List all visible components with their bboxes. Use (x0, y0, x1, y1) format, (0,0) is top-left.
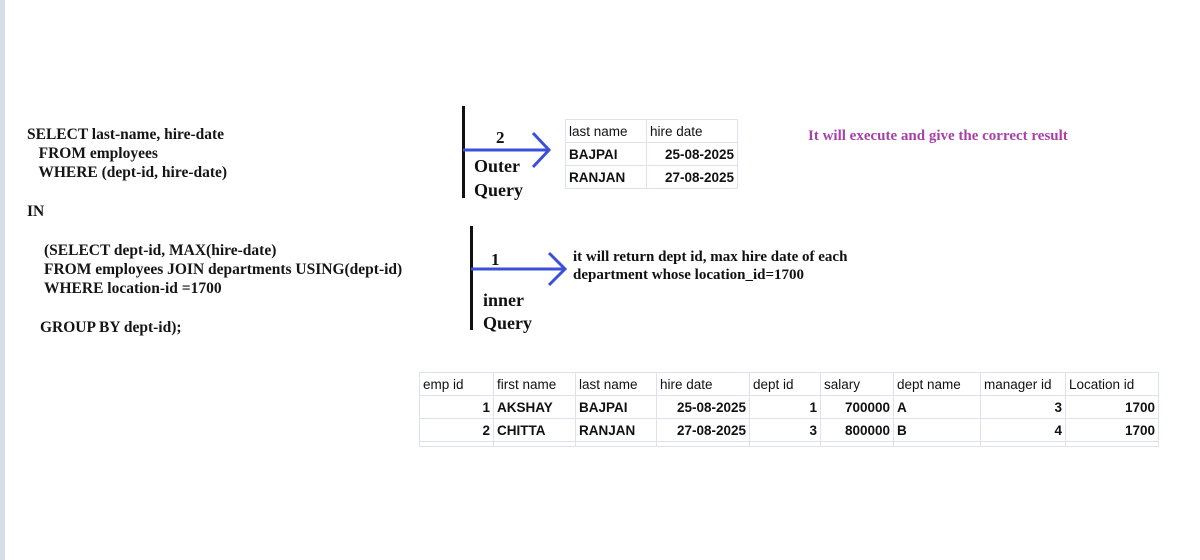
table-cell: 1700 (1065, 395, 1159, 419)
table-cell: A (893, 395, 981, 419)
table-cell (749, 441, 821, 447)
column-header: Location id (1065, 372, 1159, 396)
bracket-line (470, 226, 473, 330)
query-label: inner (483, 290, 525, 310)
query-label: Query (483, 313, 532, 333)
table-cell: 700000 (820, 395, 894, 419)
step-number: 1 (491, 250, 500, 269)
result-table: last name hire date BAJPAI 25-08-2025 RA… (565, 119, 738, 189)
group-by-line: GROUP BY dept-id); (40, 319, 182, 336)
column-header: dept name (893, 372, 981, 396)
sql-line: (SELECT dept-id, MAX(hire-date) (44, 242, 277, 259)
table-cell (419, 441, 494, 447)
table-cell: 3 (980, 395, 1066, 419)
column-header: manager id (980, 372, 1066, 396)
sql-line: WHERE location-id =1700 (44, 280, 222, 297)
column-header: first name (493, 372, 576, 396)
table-row: 2 CHITTA RANJAN 27-08-2025 3 800000 B 4 … (419, 418, 1159, 442)
table-cell: 3 (749, 418, 821, 442)
table-cell: 800000 (820, 418, 894, 442)
column-header: hire date (656, 372, 750, 396)
table-cell: CHITTA (493, 418, 576, 442)
table-cell: RANJAN (565, 165, 647, 189)
sql-line: SELECT last-name, hire-date (27, 126, 225, 143)
table-cell: 1 (419, 395, 494, 419)
table-cell: 27-08-2025 (656, 418, 750, 442)
outer-note: It will execute and give the correct res… (808, 128, 1068, 144)
source-table: emp id first name last name hire date de… (419, 372, 1159, 447)
table-cell: 1 (749, 395, 821, 419)
column-header: salary (820, 372, 894, 396)
inner-note-line: it will return dept id, max hire date of… (573, 249, 848, 265)
table-cell (656, 441, 750, 447)
table-cell: 1700 (1065, 418, 1159, 442)
left-window-edge (0, 0, 5, 560)
table-cell: 2 (419, 418, 494, 442)
arrow-right-icon (463, 131, 552, 169)
inner-note-line: department whose location_id=1700 (573, 267, 805, 283)
table-row: 1 AKSHAY BAJPAI 25-08-2025 1 700000 A 3 … (419, 395, 1159, 419)
step-number: 2 (496, 128, 505, 147)
table-row: BAJPAI 25-08-2025 (565, 142, 738, 166)
bracket-line (462, 106, 465, 198)
sql-line: WHERE (dept-id, hire-date) (27, 164, 228, 181)
column-header: emp id (419, 372, 494, 396)
table-row: RANJAN 27-08-2025 (565, 165, 738, 189)
table-row-empty (419, 441, 1159, 447)
table-cell: 25-08-2025 (656, 395, 750, 419)
table-cell: BAJPAI (575, 395, 657, 419)
table-cell (980, 441, 1066, 447)
table-cell: 25-08-2025 (646, 142, 738, 166)
table-cell (575, 441, 657, 447)
table-cell: B (893, 418, 981, 442)
table-cell: 27-08-2025 (646, 165, 738, 189)
table-cell (820, 441, 894, 447)
sql-line: FROM employees (27, 145, 158, 162)
table-cell (493, 441, 576, 447)
table-cell (1065, 441, 1159, 447)
column-header: hire date (646, 119, 738, 143)
arrow-right-icon (471, 251, 568, 287)
table-cell: 4 (980, 418, 1066, 442)
table-cell: RANJAN (575, 418, 657, 442)
query-label: Query (474, 180, 523, 200)
sql-line: FROM employees JOIN departments USING(de… (44, 261, 403, 278)
table-cell (893, 441, 981, 447)
in-keyword: IN (27, 203, 45, 220)
column-header: last name (575, 372, 657, 396)
table-cell: AKSHAY (493, 395, 576, 419)
query-label: Outer (474, 156, 520, 176)
table-cell: BAJPAI (565, 142, 647, 166)
column-header: dept id (749, 372, 821, 396)
column-header: last name (565, 119, 647, 143)
